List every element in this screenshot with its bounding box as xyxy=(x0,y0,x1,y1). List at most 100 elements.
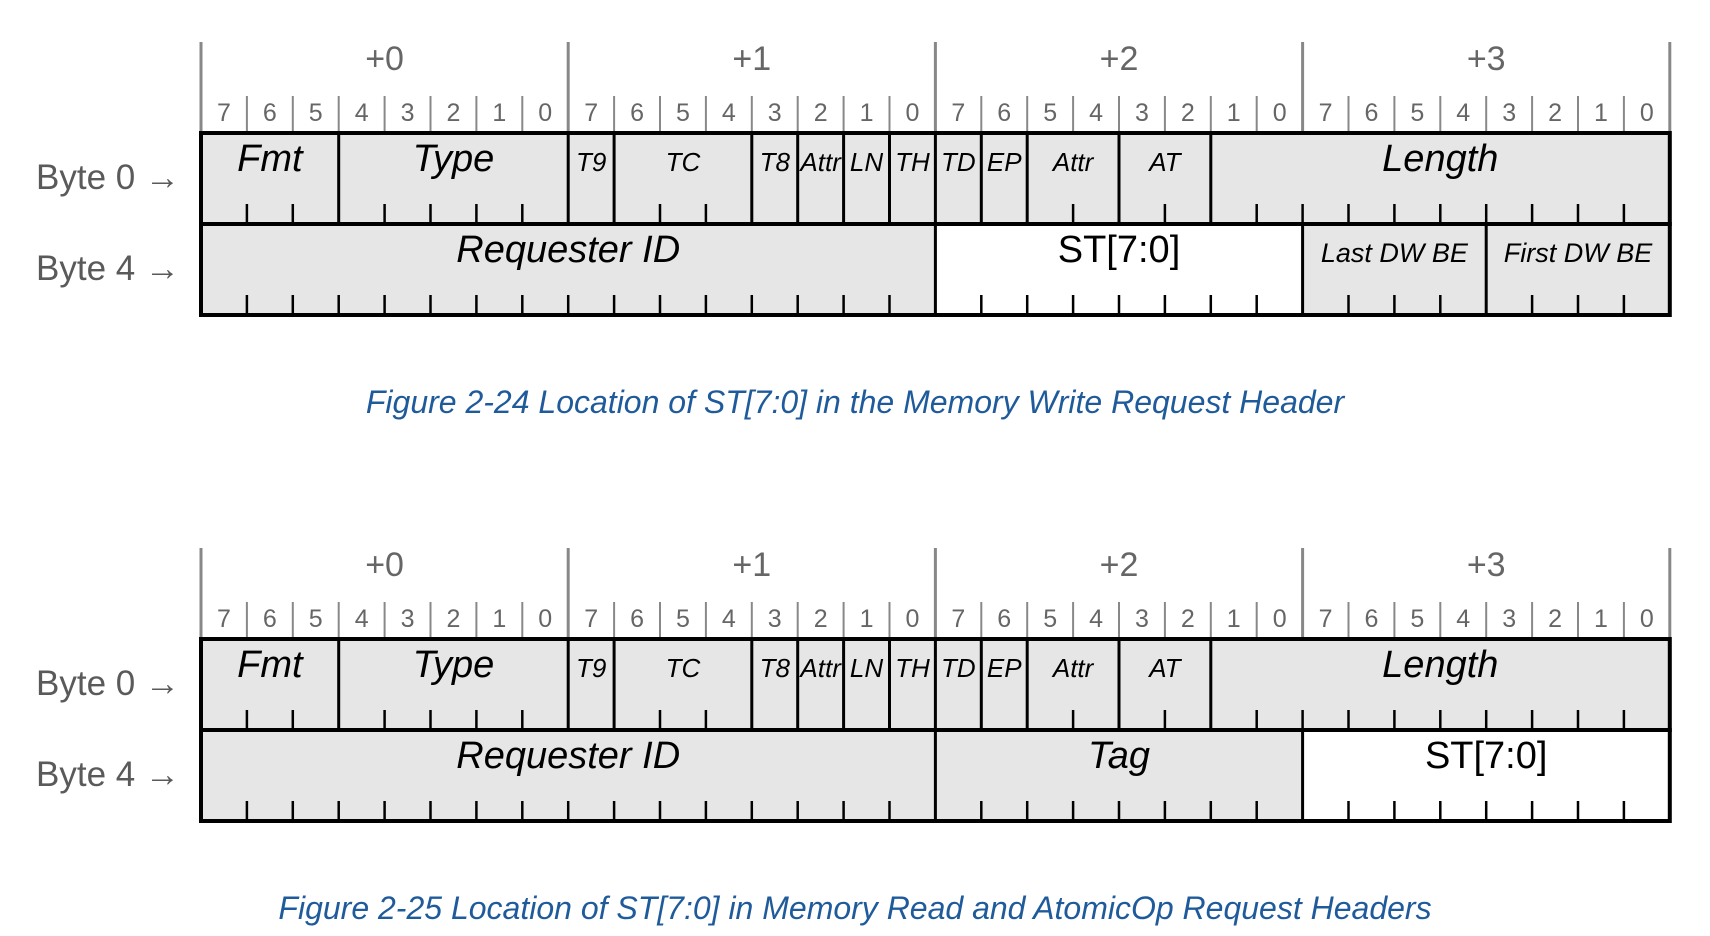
bit-number-label: 4 xyxy=(355,99,369,127)
bit-number-label: 2 xyxy=(446,99,460,127)
bit-number-label: 1 xyxy=(1594,99,1608,127)
field-label: ST[7:0] xyxy=(1425,735,1548,777)
field-label: AT xyxy=(1147,147,1182,177)
bit-number-label: 4 xyxy=(1456,99,1470,127)
field-cell xyxy=(568,133,615,224)
bit-number-label: 6 xyxy=(1364,605,1378,633)
bit-number-label: 6 xyxy=(263,99,277,127)
field-label: Last DW BE xyxy=(1321,238,1469,268)
bit-number-label: 4 xyxy=(1089,605,1103,633)
bit-number-label: 5 xyxy=(1043,99,1057,127)
bit-number-label: 0 xyxy=(1273,99,1287,127)
byte-offset-label: +2 xyxy=(1100,40,1139,78)
row-label: Byte 4 → xyxy=(36,249,180,288)
field-cell xyxy=(201,133,339,224)
bit-number-label: 1 xyxy=(1227,605,1241,633)
field-label: EP xyxy=(987,147,1022,177)
bit-number-label: 4 xyxy=(722,605,736,633)
field-cell xyxy=(981,133,1028,224)
field-cell xyxy=(614,639,752,730)
bit-number-label: 1 xyxy=(1227,99,1241,127)
field-label: Length xyxy=(1382,138,1498,180)
bit-number-label: 1 xyxy=(860,605,874,633)
field-label: Length xyxy=(1382,644,1498,686)
field-cell xyxy=(935,133,982,224)
field-label: ST[7:0] xyxy=(1058,229,1181,271)
field-cell xyxy=(843,639,890,730)
row-label: Byte 4 → xyxy=(36,755,180,794)
field-label: Attr xyxy=(798,653,842,683)
field-cell xyxy=(201,639,339,730)
row-border xyxy=(199,728,1672,823)
field-label: LN xyxy=(850,147,883,177)
bit-number-label: 4 xyxy=(1456,605,1470,633)
field-label: TH xyxy=(895,653,930,683)
bit-number-label: 0 xyxy=(1273,605,1287,633)
row-border xyxy=(199,222,1672,317)
bit-number-label: 5 xyxy=(309,605,323,633)
bit-number-label: 7 xyxy=(1319,99,1333,127)
figure-caption: Figure 2-24 Location of ST[7:0] in the M… xyxy=(365,384,1345,420)
field-cell xyxy=(843,133,890,224)
bit-number-label: 5 xyxy=(1410,605,1424,633)
field-label: Attr xyxy=(798,147,842,177)
bit-number-label: 6 xyxy=(630,605,644,633)
field-cell xyxy=(614,133,752,224)
bit-number-label: 5 xyxy=(676,605,690,633)
bit-number-label: 7 xyxy=(584,605,598,633)
byte-offset-label: +3 xyxy=(1467,546,1506,584)
bit-number-label: 1 xyxy=(1594,605,1608,633)
field-cell xyxy=(797,639,844,730)
bit-number-label: 2 xyxy=(814,605,828,633)
field-label: AT xyxy=(1147,653,1182,683)
bit-number-label: 3 xyxy=(401,99,415,127)
bit-number-label: 7 xyxy=(951,99,965,127)
bit-number-label: 6 xyxy=(997,605,1011,633)
field-cell xyxy=(568,639,615,730)
bit-number-label: 7 xyxy=(951,605,965,633)
bit-number-label: 7 xyxy=(1319,605,1333,633)
bit-number-label: 1 xyxy=(492,605,506,633)
field-label: Type xyxy=(413,644,495,686)
row-label: Byte 0 → xyxy=(36,664,180,703)
field-cell xyxy=(981,639,1028,730)
field-label: Requester ID xyxy=(456,735,680,777)
bit-number-label: 2 xyxy=(814,99,828,127)
field-label: Fmt xyxy=(237,138,304,180)
field-cell xyxy=(338,133,569,224)
field-label: EP xyxy=(987,653,1022,683)
bit-number-label: 6 xyxy=(997,99,1011,127)
bit-number-label: 7 xyxy=(584,99,598,127)
field-label: Type xyxy=(413,138,495,180)
bit-number-label: 2 xyxy=(1548,99,1562,127)
bit-number-label: 3 xyxy=(1502,99,1516,127)
bit-number-label: 5 xyxy=(309,99,323,127)
field-cell xyxy=(889,639,936,730)
byte-offset-label: +3 xyxy=(1467,40,1506,78)
field-cell xyxy=(751,133,798,224)
field-label: T8 xyxy=(760,653,791,683)
field-label: TC xyxy=(666,653,701,683)
field-cell xyxy=(797,133,844,224)
bit-number-label: 6 xyxy=(1364,99,1378,127)
field-label: First DW BE xyxy=(1504,238,1653,268)
bit-number-label: 0 xyxy=(1640,605,1654,633)
bit-number-label: 2 xyxy=(1181,99,1195,127)
bit-number-label: 5 xyxy=(676,99,690,127)
bit-number-label: 0 xyxy=(538,605,552,633)
bit-number-label: 2 xyxy=(1548,605,1562,633)
byte-offset-label: +1 xyxy=(732,40,771,78)
bit-number-label: 3 xyxy=(401,605,415,633)
byte-offset-label: +0 xyxy=(365,40,404,78)
bit-number-label: 2 xyxy=(446,605,460,633)
field-label: TC xyxy=(666,147,701,177)
bit-number-label: 1 xyxy=(492,99,506,127)
bit-number-label: 3 xyxy=(768,99,782,127)
field-label: TH xyxy=(895,147,930,177)
bit-number-label: 0 xyxy=(905,605,919,633)
byte-offset-label: +1 xyxy=(732,546,771,584)
bit-number-label: 6 xyxy=(263,605,277,633)
bit-number-label: 3 xyxy=(1135,605,1149,633)
bit-number-label: 2 xyxy=(1181,605,1195,633)
